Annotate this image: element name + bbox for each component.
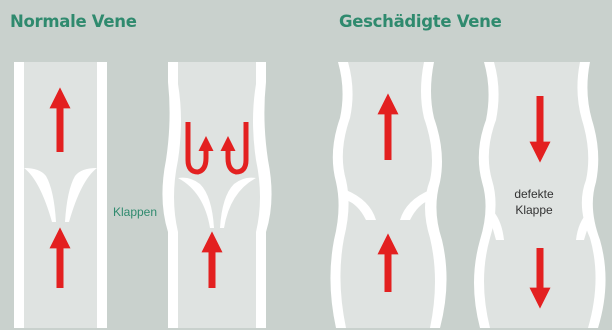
valves-label: Klappen (105, 204, 165, 220)
defective-valve-label: defekte Klappe (502, 186, 566, 218)
defective-label-line2: Klappe (502, 202, 566, 218)
damaged-vein-title: Geschädigte Vene (339, 12, 502, 31)
vein-lumen (174, 62, 260, 328)
defective-label-line1: defekte (502, 186, 566, 202)
normal-vein-backflow (162, 62, 271, 328)
normal-vein-title: Normale Vene (10, 12, 137, 31)
damaged-vein-upflow (330, 62, 446, 328)
normal-vein-closed (14, 62, 107, 328)
